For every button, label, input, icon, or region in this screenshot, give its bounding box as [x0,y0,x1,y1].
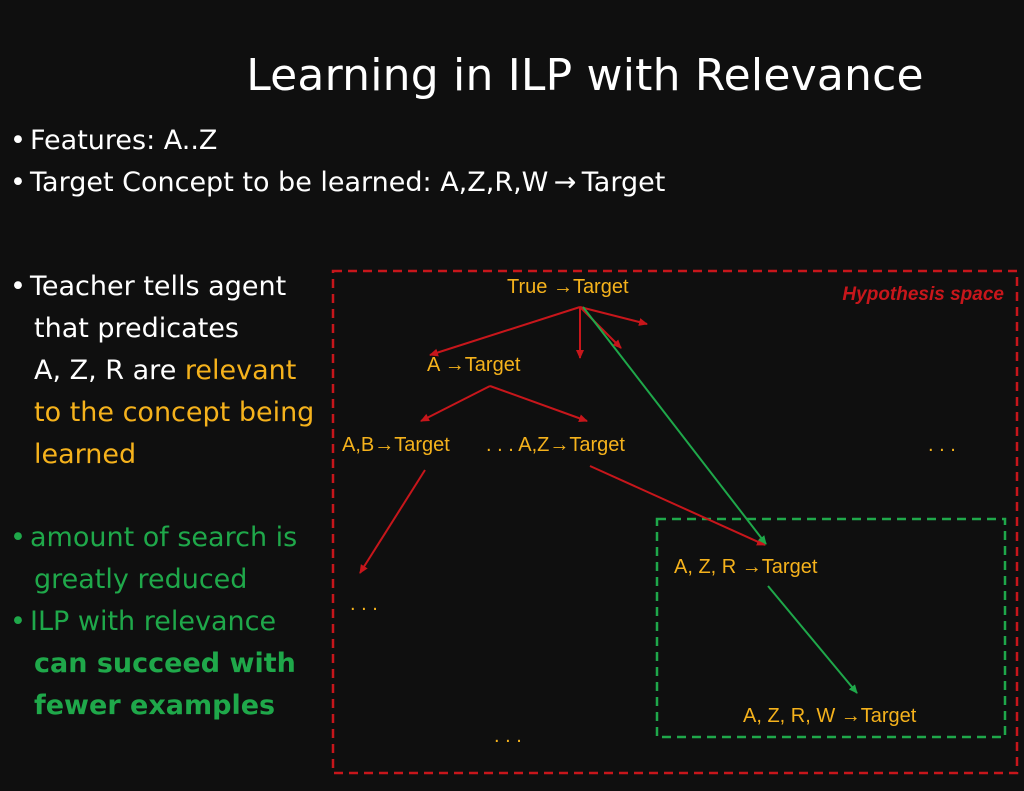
node-ab-target: A,B→Target [342,434,450,456]
search-line-2: greatly reduced [34,564,248,595]
bullet-features: •Features: A..Z [10,120,217,162]
node-azrw-target: A, Z, R, W →Target [743,705,917,727]
hypothesis-space-box [331,269,1019,775]
arrow-a-to-az [489,385,588,423]
arrow-true-to-azr [582,306,767,545]
bullet-dot: • [10,271,26,302]
ellipsis-bottom: . . . [494,725,522,747]
bullet-teacher: •Teacher tells agent that predicates A, … [10,266,340,476]
arrow-a-to-ab [420,385,491,422]
bullet-dot: • [10,167,26,198]
ilp-line-1: ILP with relevance [30,606,277,637]
bullet-features-text: Features: A..Z [30,125,218,156]
bullet-search-reduced: •amount of search is greatly reduced [10,517,340,601]
bullet-dot: • [10,125,26,156]
ellipsis-left: . . . [350,593,378,615]
teacher-line-2: that predicates [34,313,239,344]
arrow-azr-to-azrw [767,585,858,694]
search-line-1: amount of search is [30,522,298,553]
teacher-line-3: A, Z, R are relevant [10,350,340,392]
node-azr-target: A, Z, R →Target [674,556,818,578]
bullet-dot: • [10,606,26,637]
teacher-line-3-highlight: relevant [184,355,297,386]
relevant-subspace-box [655,517,1007,739]
arrow-true-to-a [429,306,581,357]
teacher-line-5: learned [34,439,137,470]
ilp-line-2: can succeed with [34,648,296,679]
teacher-line-1: Teacher tells agent [30,271,287,302]
node-a-target: A →Target [427,354,521,376]
arrow-true-diag [579,306,622,349]
arrow-az-to-azr [589,465,766,546]
bullet-ilp-relevance: •ILP with relevance can succeed with few… [10,601,340,727]
bullet-dot: • [10,522,26,553]
slide-title: Learning in ILP with Relevance [246,50,924,101]
node-true-target: True →Target [507,276,629,298]
teacher-line-3-plain: A, Z, R are [34,355,185,386]
ellipsis-right: . . . [928,434,956,456]
arrow-true-right [579,306,648,326]
node-az-target: . . . A,Z→Target [486,434,625,456]
bullet-target-concept: •Target Concept to be learned: A,Z,R,W →… [10,162,665,204]
ilp-line-3: fewer examples [34,690,276,721]
arrow-ab-down [359,469,426,574]
hypothesis-space-label: Hypothesis space [842,284,1004,305]
teacher-line-4: to the concept being [34,397,315,428]
bullet-target-text: Target Concept to be learned: A,Z,R,W → … [30,167,666,198]
